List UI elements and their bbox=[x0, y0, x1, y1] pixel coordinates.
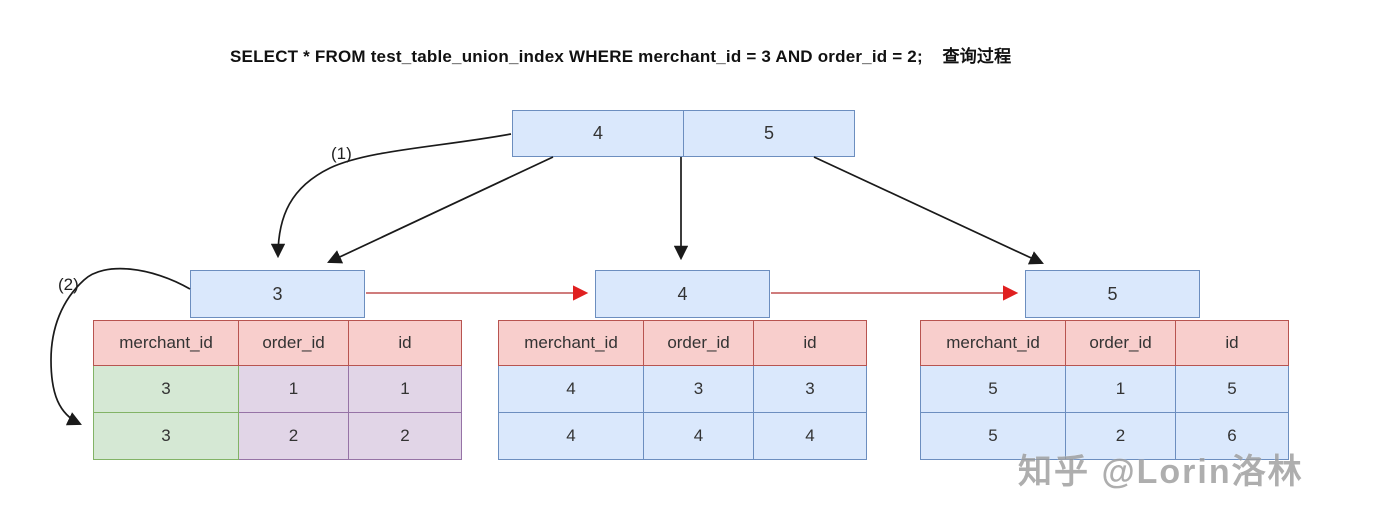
step1-curved-arrow bbox=[270, 133, 512, 259]
root-to-leaf3-arrow bbox=[327, 156, 554, 264]
data-table-merchant-4: merchant_id order_id id 4 3 3 4 4 4 bbox=[498, 320, 867, 460]
table-row: 3 2 2 bbox=[93, 412, 462, 460]
table-cell: 3 bbox=[643, 365, 754, 413]
data-table-merchant-3: merchant_id order_id id 3 1 1 3 2 2 bbox=[93, 320, 462, 460]
table-row: 4 4 4 bbox=[498, 412, 867, 460]
table-cell: 1 bbox=[348, 365, 462, 413]
root-node: 4 5 bbox=[512, 110, 855, 157]
column-header: order_id bbox=[238, 320, 349, 366]
column-header: id bbox=[1175, 320, 1289, 366]
table-cell: 2 bbox=[238, 412, 349, 460]
table-header-row: merchant_id order_id id bbox=[93, 320, 462, 366]
table-cell: 6 bbox=[1175, 412, 1289, 460]
table-row: 5 1 5 bbox=[920, 365, 1289, 413]
leaf-node-4: 4 bbox=[595, 270, 770, 318]
column-header: merchant_id bbox=[93, 320, 239, 366]
table-cell: 4 bbox=[498, 412, 644, 460]
table-cell: 2 bbox=[348, 412, 462, 460]
table-cell: 1 bbox=[238, 365, 349, 413]
root-node-key-4: 4 bbox=[513, 111, 684, 156]
table-cell: 4 bbox=[498, 365, 644, 413]
watermark: 知乎 @Lorin洛林 bbox=[1018, 453, 1304, 491]
step-2-label: (2) bbox=[58, 275, 79, 294]
data-table-merchant-5: merchant_id order_id id 5 1 5 5 2 6 bbox=[920, 320, 1289, 460]
column-header: order_id bbox=[1065, 320, 1176, 366]
table-cell: 3 bbox=[93, 412, 239, 460]
table-header-row: merchant_id order_id id bbox=[498, 320, 867, 366]
table-cell: 4 bbox=[643, 412, 754, 460]
table-row: 3 1 1 bbox=[93, 365, 462, 413]
step-1-label: (1) bbox=[331, 144, 352, 163]
column-header: merchant_id bbox=[920, 320, 1066, 366]
table-row: 5 2 6 bbox=[920, 412, 1289, 460]
leaf-node-3: 3 bbox=[190, 270, 365, 318]
table-row: 4 3 3 bbox=[498, 365, 867, 413]
table-cell: 5 bbox=[920, 365, 1066, 413]
query-title: SELECT * FROM test_table_union_index WHE… bbox=[230, 47, 1012, 66]
table-header-row: merchant_id order_id id bbox=[920, 320, 1289, 366]
table-cell: 5 bbox=[1175, 365, 1289, 413]
table-cell: 3 bbox=[93, 365, 239, 413]
leaf-node-5: 5 bbox=[1025, 270, 1200, 318]
column-header: id bbox=[753, 320, 867, 366]
table-cell: 3 bbox=[753, 365, 867, 413]
table-cell: 4 bbox=[753, 412, 867, 460]
column-header: merchant_id bbox=[498, 320, 644, 366]
column-header: id bbox=[348, 320, 462, 366]
root-node-key-5: 5 bbox=[763, 123, 774, 143]
root-to-leaf5-arrow bbox=[813, 156, 1044, 265]
table-cell: 1 bbox=[1065, 365, 1176, 413]
column-header: order_id bbox=[643, 320, 754, 366]
table-cell: 5 bbox=[920, 412, 1066, 460]
